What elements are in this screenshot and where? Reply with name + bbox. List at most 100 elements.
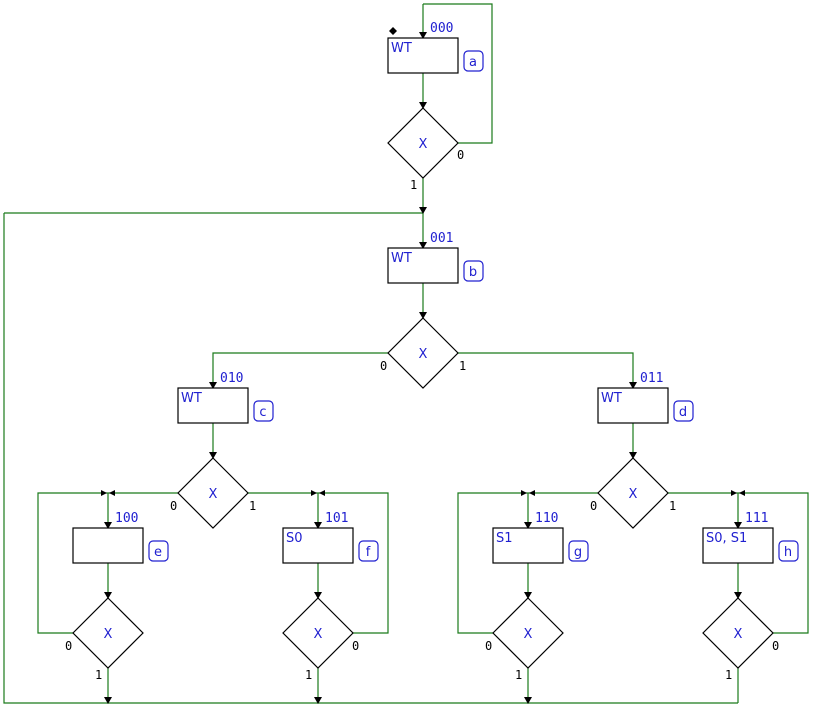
branch-one-label: 1: [305, 668, 312, 682]
decision-h: X 0 1: [702, 597, 779, 682]
state-box: [702, 527, 774, 564]
state-box: [282, 527, 354, 564]
arrowhead: [521, 490, 527, 496]
state-d: WT 011 d: [597, 371, 694, 424]
state-label: a: [469, 55, 477, 70]
wire-loop-a: [423, 3, 493, 144]
arrowhead: [311, 490, 317, 496]
state-b: WT 001 b: [387, 231, 484, 284]
state-tag: [253, 400, 274, 422]
decision-a: X 0 1: [387, 107, 464, 192]
arrowhead: [629, 452, 637, 459]
branch-zero-label: 0: [772, 639, 779, 653]
state-label: g: [574, 545, 582, 560]
state-h: S0, S1 111 h: [702, 511, 799, 564]
branch-zero-label: 0: [590, 499, 597, 513]
branch-one-label: 1: [95, 668, 102, 682]
decision-diamond: [177, 457, 249, 529]
decision-condition: X: [419, 137, 428, 152]
state-code: 101: [325, 511, 348, 526]
state-label: b: [469, 265, 477, 280]
branch-zero-label: 0: [380, 359, 387, 373]
state-e: 100 e: [72, 511, 169, 564]
state-g: S1 110 g: [492, 511, 589, 564]
decision-diamond: [702, 597, 774, 669]
arrowhead: [109, 490, 115, 496]
state-tag: [463, 50, 484, 72]
arrowhead: [319, 490, 325, 496]
arrowhead: [524, 522, 532, 529]
state-box: [387, 247, 459, 284]
state-code: 010: [220, 371, 243, 386]
arrowhead: [731, 490, 737, 496]
state-label: f: [366, 545, 371, 560]
arrowhead: [104, 697, 112, 704]
state-output: WT: [391, 251, 412, 266]
arrowhead: [419, 242, 427, 249]
state-tag: [778, 540, 799, 562]
decision-condition: X: [734, 627, 743, 642]
branch-zero-label: 0: [485, 639, 492, 653]
state-box: [72, 527, 144, 564]
state-box: [177, 387, 249, 424]
state-box: [387, 37, 459, 74]
branch-one-label: 1: [725, 668, 732, 682]
arrowhead: [209, 382, 217, 389]
arrowhead: [104, 522, 112, 529]
arrowhead: [314, 592, 322, 599]
state-label: e: [154, 545, 162, 560]
arrowhead: [739, 490, 745, 496]
initial-state-marker: [389, 27, 397, 35]
state-code: 001: [430, 231, 453, 246]
branch-one-label: 1: [410, 178, 417, 192]
arrowhead: [314, 522, 322, 529]
decision-c: X 0 1: [170, 457, 256, 529]
state-a: WT 000 a: [387, 21, 484, 74]
state-output: WT: [391, 41, 412, 56]
arrowhead: [734, 522, 742, 529]
branch-zero-label: 0: [457, 148, 464, 162]
branch-one-label: 1: [459, 359, 466, 373]
decision-f: X 0 1: [282, 597, 359, 682]
decision-condition: X: [209, 487, 218, 502]
arrowhead: [419, 32, 427, 39]
decision-diamond: [492, 597, 564, 669]
arrowhead: [529, 490, 535, 496]
state-tag: [358, 540, 379, 562]
state-output: WT: [601, 391, 622, 406]
decision-diamond: [282, 597, 354, 669]
arrowhead: [419, 312, 427, 319]
state-output: S1: [496, 531, 513, 546]
branch-zero-label: 0: [170, 499, 177, 513]
state-code: 000: [430, 21, 453, 36]
wire-return-left: [3, 213, 738, 704]
decision-diamond: [387, 317, 459, 389]
state-output: S0, S1: [706, 531, 747, 546]
state-code: 100: [115, 511, 138, 526]
state-box: [492, 527, 564, 564]
state-output: WT: [181, 391, 202, 406]
arrowhead: [101, 490, 107, 496]
branch-one-label: 1: [669, 499, 676, 513]
decision-condition: X: [629, 487, 638, 502]
state-tag: [673, 400, 694, 422]
state-label: c: [259, 405, 266, 420]
decision-condition: X: [104, 627, 113, 642]
state-code: 110: [535, 511, 558, 526]
decision-diamond: [387, 107, 459, 179]
branch-one-label: 1: [249, 499, 256, 513]
decision-condition: X: [524, 627, 533, 642]
state-c: WT 010 c: [177, 371, 274, 424]
state-f: S0 101 f: [282, 511, 379, 564]
decision-condition: X: [419, 347, 428, 362]
decision-d: X 0 1: [590, 457, 676, 529]
decision-diamond: [72, 597, 144, 669]
arrowheads: [101, 27, 745, 704]
arrowhead: [629, 382, 637, 389]
state-output: S0: [286, 531, 303, 546]
state-box: [597, 387, 669, 424]
arrowhead: [419, 102, 427, 109]
branch-zero-label: 0: [65, 639, 72, 653]
decision-b: X 0 1: [380, 317, 466, 389]
